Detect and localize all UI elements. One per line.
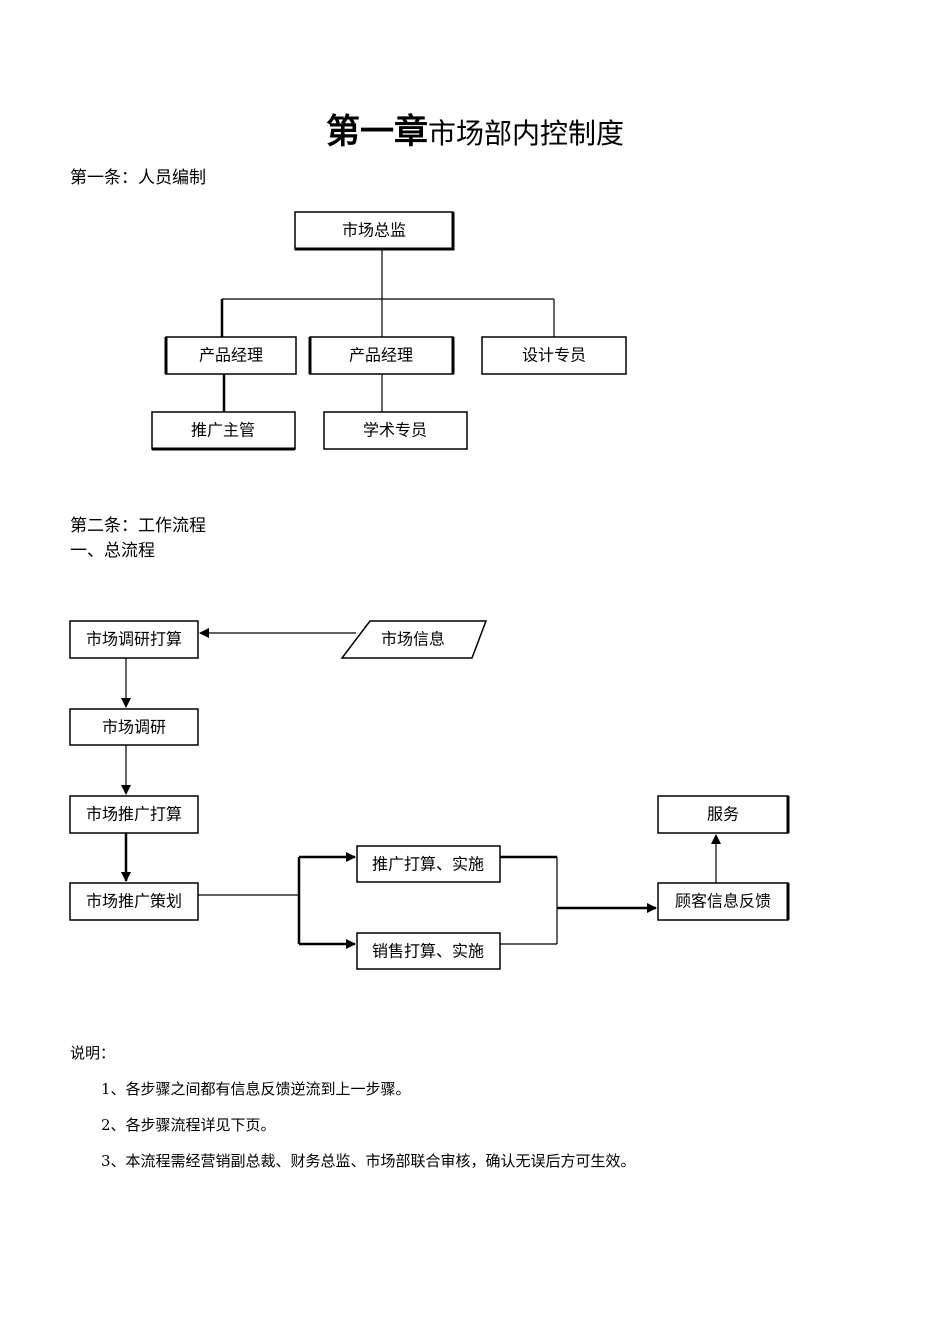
org-chart: 市场总监 产品经理 产品经理 设计专员 推广主管 学术专员 [151,211,627,451]
flow-label-service: 服务 [707,805,739,824]
notes-heading: 说明： [70,1044,116,1062]
section-2-heading: 第二条：工作流程 [70,516,206,536]
flow-box-promo-exec: 推广打算、实施 [356,845,501,883]
flow-label-promo-plan: 市场推广打算 [86,805,182,824]
org-box-promo-supervisor: 推广主管 [151,411,296,451]
flow-box-service: 服务 [657,795,790,834]
org-label-director: 市场总监 [342,221,406,240]
flow-label-research: 市场调研 [102,718,166,737]
flow-label-feedback: 顾客信息反馈 [675,892,771,911]
flow-box-sales-exec: 销售打算、实施 [356,932,501,970]
org-label-promo-supervisor: 推广主管 [191,421,255,440]
flow-box-feedback: 顾客信息反馈 [657,882,790,921]
org-box-director: 市场总监 [294,211,455,251]
org-label-academic: 学术专员 [363,421,427,440]
org-box-academic: 学术专员 [323,411,468,450]
flow-label-market-info: 市场信息 [381,630,445,649]
page-title: 第一章市场部内控制度 [0,104,950,153]
flow-box-promo-plan: 市场推广打算 [69,795,199,834]
title-chapter: 第一章 [325,112,428,152]
org-box-pm2: 产品经理 [308,336,455,375]
org-label-designer: 设计专员 [522,346,586,365]
flow-label-promo-exec: 推广打算、实施 [372,855,484,874]
org-label-pm2: 产品经理 [349,346,413,365]
flow-box-research: 市场调研 [69,708,199,746]
org-box-pm1: 产品经理 [164,336,297,375]
flow-label-promo-strategy: 市场推广策划 [86,892,182,911]
org-box-designer: 设计专员 [481,336,627,375]
flow-label-research-plan: 市场调研打算 [86,630,182,649]
subsection-heading: 一、总流程 [70,541,155,561]
title-text: 市场部内控制度 [427,117,624,150]
section-1-heading: 第一条：人员编制 [70,168,206,188]
flow-chart: 市场调研打算 市场信息 市场调研 市场推广打算 市场推广策划 推广打算、实施 销… [69,620,790,970]
note-item: 1、各步骤之间都有信息反馈逆流到上一步骤。 [101,1080,411,1098]
org-label-pm1: 产品经理 [199,346,263,365]
note-item: 2、各步骤流程详见下页。 [101,1116,276,1134]
flow-box-research-plan: 市场调研打算 [69,620,199,659]
flow-label-sales-exec: 销售打算、实施 [372,942,484,961]
note-item: 3、本流程需经营销副总裁、财务总监、市场部联合审核，确认无误后方可生效。 [101,1152,636,1170]
flow-box-promo-strategy: 市场推广策划 [69,882,199,921]
flow-parallelogram-market-info: 市场信息 [340,620,488,659]
